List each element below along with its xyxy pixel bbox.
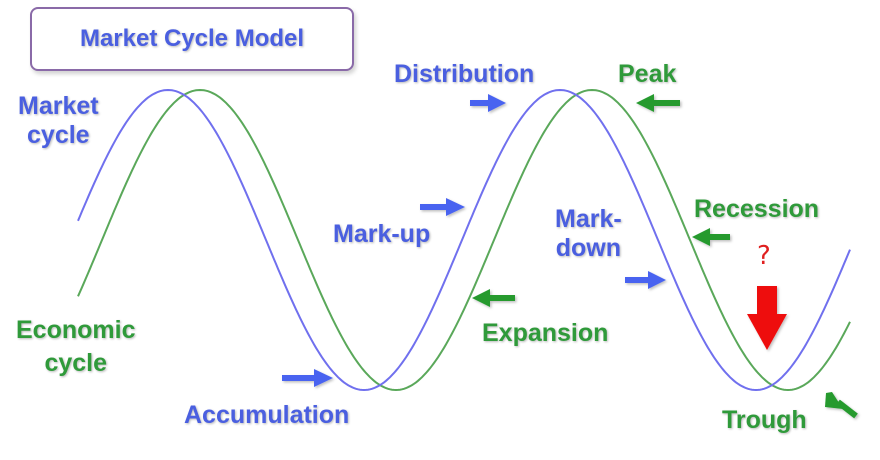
expansion-label: Expansion xyxy=(482,319,609,347)
economic-cycle-curve xyxy=(77,88,851,392)
market-cycle-label-line2: cycle xyxy=(27,120,90,149)
economic-cycle-label: Economic cycle xyxy=(16,316,135,378)
mark-down-arrow xyxy=(625,271,666,289)
mark-up-arrow xyxy=(420,198,465,216)
question-mark: ? xyxy=(757,241,771,271)
market-cycle-curve xyxy=(77,88,851,392)
peak-label: Peak xyxy=(618,60,677,88)
diagram-title: Market Cycle Model xyxy=(79,25,305,53)
peak-arrow xyxy=(636,94,680,112)
distribution-label: Distribution xyxy=(394,60,535,88)
mark-up-label: Mark-up xyxy=(333,220,431,248)
accumulation-label: Accumulation xyxy=(184,401,350,429)
trough-arrow xyxy=(825,392,858,419)
economic-cycle-label-line1: Economic xyxy=(16,316,136,344)
recession-arrow xyxy=(692,228,730,246)
economic-cycle-label-line2: cycle xyxy=(44,348,108,377)
expansion-arrow xyxy=(472,289,515,307)
recession-label: Recession xyxy=(694,195,820,223)
market-cycle-label: Market cycle xyxy=(18,92,99,150)
mark-down-label-line2: down xyxy=(555,233,621,262)
accumulation-arrow xyxy=(282,369,333,387)
mark-down-label: Mark- down xyxy=(555,205,622,263)
title-box: Market Cycle Model xyxy=(30,7,354,71)
mark-down-label-line1: Mark- xyxy=(555,205,622,233)
market-cycle-label-line1: Market xyxy=(18,92,99,120)
distribution-arrow xyxy=(470,94,506,112)
trough-label: Trough xyxy=(722,406,807,434)
red-down-arrow xyxy=(747,286,787,350)
